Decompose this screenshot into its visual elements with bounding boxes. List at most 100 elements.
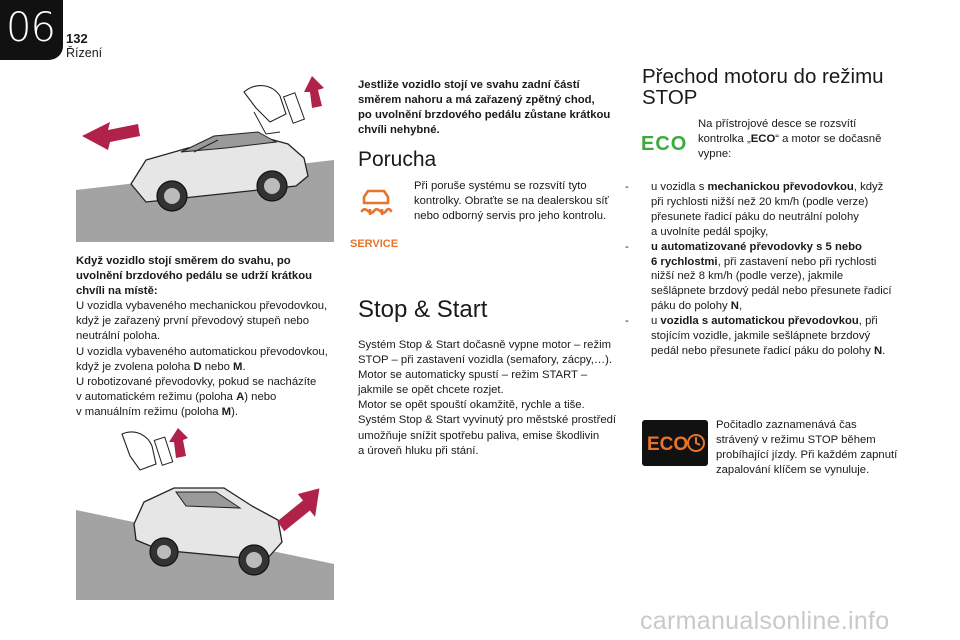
text: 6 rychlostmi [651, 255, 718, 268]
reverse-caption: Jestliže vozidlo stojí ve svahu zadní čá… [358, 78, 620, 138]
text: N [873, 344, 883, 357]
counter-line: zapalování klíčem se vynuluje. [716, 464, 870, 477]
chapter-number: 06 [6, 5, 56, 51]
counter-line: Počitadlo zaznamenává čas [716, 419, 857, 431]
eco-line: kontrolka „ECO“ a motor se dočasně [698, 132, 908, 147]
reverse-car-illustration [76, 428, 334, 600]
stop-start-line: jakmile se opět chcete rozjet. [358, 384, 504, 397]
text: nebo [201, 360, 234, 373]
porucha-line: kontrolky. Obraťte se na dealerskou síť [414, 195, 609, 208]
heading-line: Přechod motoru do režimu [642, 65, 884, 88]
pedal [282, 92, 306, 124]
stop-start-line: umožňuje snížit spotřebu paliva, emise š… [358, 429, 600, 442]
front-hub [164, 188, 180, 204]
watermark: carmanualsonline.info [640, 607, 890, 635]
body-line-auto: v automatickém režimu (poloha A) nebo [76, 390, 338, 405]
list-dash: - [625, 315, 629, 328]
porucha-text: Při poruše systému se rozsvítí tyto kont… [414, 179, 624, 224]
text: páku do polohy [651, 300, 731, 313]
reverse-car-drawing [76, 428, 334, 600]
list-line: a uvolníte pedál spojky, [651, 225, 769, 238]
eco-counter-icon: ECO [642, 420, 708, 466]
direction-arrow [277, 488, 320, 532]
text: . [242, 360, 246, 373]
reverse-caption-line: po uvolnění brzdového pedálu zůstane krá… [358, 109, 611, 122]
stop-start-line: STOP – při zastavení vozidla (semafory, … [358, 354, 613, 367]
list-line: páku do polohy N, [651, 299, 915, 314]
counter-line: probíhající jízdy. Při každém zapnutí [716, 449, 898, 462]
list-dash: - [625, 240, 629, 253]
stop-start-heading: Stop & Start [358, 296, 488, 323]
list-line: stojícím vozidle, jakmile sešlápnete brz… [651, 330, 871, 343]
uphill-caption-line: uvolnění brzdového pedálu se udrží krátk… [76, 270, 313, 283]
text: “ a motor se dočasně [775, 133, 882, 146]
heading-line: STOP [642, 86, 698, 109]
counter-text: Počitadlo zaznamenává čas strávený v rež… [716, 418, 916, 478]
stop-start-line: a úroveň hluku při stání. [358, 444, 479, 457]
chapter-tab: 06 [0, 0, 63, 60]
pedal [153, 436, 174, 466]
list-line: sešlápnete brzdový pedál nebo přesunete … [651, 285, 892, 298]
page-number: 132 [66, 31, 88, 46]
callout-line [253, 111, 281, 135]
rear-hub [157, 545, 171, 559]
porucha-line: Při poruše systému se rozsvítí tyto [414, 180, 587, 192]
text: mechanickou převodovkou [707, 181, 854, 193]
position-m: M [221, 405, 232, 418]
uphill-caption-line: chvíli na místě: [76, 285, 158, 298]
text: v automatickém režimu (poloha [76, 390, 237, 403]
text: , když [853, 181, 884, 193]
eco-text: Na přístrojové desce se rozsvítí kontrol… [698, 117, 908, 162]
stop-start-text: Systém Stop & Start dočasně vypne motor … [358, 338, 626, 459]
list-item: - u vozidla s mechanickou převodovkou, k… [625, 180, 915, 240]
stop-start-line: Systém Stop & Start dočasně vypne motor … [358, 339, 612, 351]
eco-icon: ECO [641, 133, 688, 155]
eco-word: ECO [750, 133, 776, 146]
position-d: D [193, 360, 202, 373]
body-line-positions: když je zvolena poloha D nebo M. [76, 360, 338, 375]
foot-shoe [121, 431, 157, 471]
text: ). [231, 405, 238, 418]
list-line: u vozidla s mechanickou převodovkou, kdy… [651, 180, 915, 195]
list-line: pedál nebo přesunete řadicí páku do polo… [651, 344, 915, 359]
release-arrow [169, 428, 188, 458]
list-item: - u automatizované převodovky s 5 nebo 6… [625, 240, 915, 315]
uphill-caption: Když vozidlo stojí směrem do svahu, po u… [76, 254, 338, 420]
service-warning-icon: SERVICE [350, 238, 399, 250]
body-line: neutrální poloha. [76, 330, 161, 343]
text: pedál nebo přesunete řadicí páku do polo… [651, 344, 874, 357]
text: vozidla s automatickou převodovkou [660, 315, 859, 328]
rear-hub [264, 178, 280, 194]
list-line: u automatizované převodovky s 5 nebo [651, 240, 862, 253]
text: N [730, 300, 739, 313]
list-line: nižší než 8 km/h (podle verze), jakmile [651, 270, 844, 283]
position-a: A [236, 390, 245, 403]
reverse-caption-line: Jestliže vozidlo stojí ve svahu zadní čá… [358, 79, 580, 91]
svg-text:ECO: ECO [647, 434, 688, 455]
stop-start-line: Motor se automaticky spustí – režim STAR… [358, 369, 588, 382]
section-title: Řízení [66, 46, 103, 60]
text: když je zvolena poloha [76, 360, 194, 373]
foot-shoe [243, 85, 287, 123]
stop-start-line: Motor se opět spouští okamžitě, rychle a… [358, 399, 585, 412]
list-item: - u vozidla s automatickou převodovkou, … [625, 314, 915, 359]
list-line: přesunete řadicí páku do neutrální poloh… [651, 210, 859, 223]
stop-start-fault-icon [360, 189, 393, 215]
car-pillar [193, 139, 219, 153]
stop-mode-heading: Přechod motoru do režimu STOP [642, 66, 884, 108]
eco-counter-drawing: ECO [647, 434, 705, 455]
list-line: při rychlosti nižší než 20 km/h (podle v… [651, 195, 869, 208]
uphill-car-illustration [76, 72, 334, 242]
front-hub [246, 552, 262, 568]
text: . [882, 344, 886, 357]
text: u [651, 315, 661, 328]
text: , [738, 300, 743, 313]
list-line: u vozidla s automatickou převodovkou, př… [651, 314, 915, 329]
reverse-caption-line: chvíli nehybné. [358, 124, 440, 137]
body-line: U robotizované převodovky, pokud se nach… [76, 375, 317, 388]
body-line: když je zařazený první převodový stupeň … [76, 315, 309, 328]
direction-arrow [82, 122, 140, 150]
list-dash: - [625, 181, 629, 193]
text: kontrolka „ [698, 133, 751, 146]
body-line: U vozidla vybaveného mechanickou převodo… [76, 300, 328, 313]
